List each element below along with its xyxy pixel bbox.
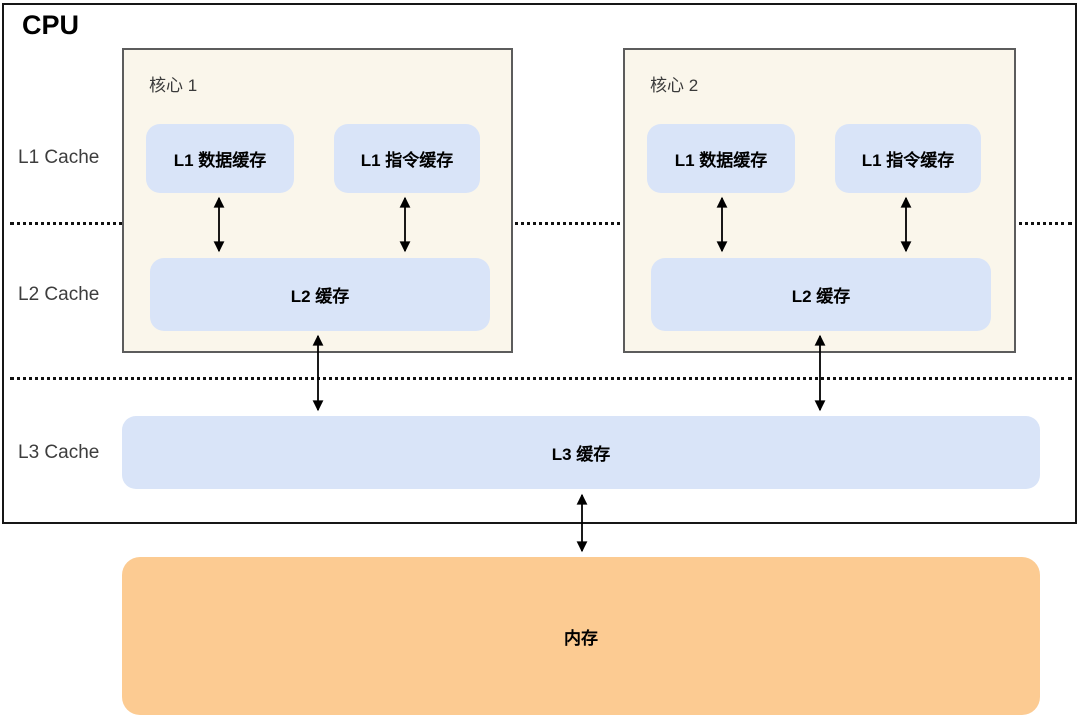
core1-l1-instruction-cache-label: L1 指令缓存 [360,151,454,170]
level-label-l2-cache: L2 Cache [18,284,100,305]
level-label-l3-cache: L3 Cache [18,442,100,463]
core2-l1-data-cache-box: L1 数据缓存 [647,124,795,193]
cpu-title: CPU [22,10,80,40]
core2-title: 核心 2 [650,76,699,95]
level-label-l1-cache: L1 Cache [18,147,100,168]
l3-cache-box: L3 缓存 [122,416,1040,489]
l3-cache-label: L3 缓存 [551,445,611,464]
core2-l1-instruction-cache-box: L1 指令缓存 [835,124,981,193]
memory-label: 内存 [564,628,598,648]
core2-box: 核心 2 L1 数据缓存 L1 指令缓存 L2 缓存 [623,48,1016,353]
core1-box: 核心 1 L1 数据缓存 L1 指令缓存 L2 缓存 [122,48,513,353]
core1-l1-data-cache-box: L1 数据缓存 [146,124,294,193]
core2-l2-cache-box: L2 缓存 [651,258,991,331]
core2-l2-cache-label: L2 缓存 [791,287,851,306]
core2-l1-data-cache-label: L1 数据缓存 [674,151,768,170]
core1-l1-instruction-cache-box: L1 指令缓存 [334,124,480,193]
core2-l1-instruction-cache-label: L1 指令缓存 [861,151,955,170]
dotted-separator-l1-l2 [10,222,1072,225]
core1-l2-cache-label: L2 缓存 [290,287,350,306]
memory-box: 内存 [122,557,1040,715]
core1-l1-data-cache-label: L1 数据缓存 [173,151,267,170]
core1-l2-cache-box: L2 缓存 [150,258,490,331]
core1-title: 核心 1 [149,76,198,95]
dotted-separator-l2-l3 [10,377,1072,380]
